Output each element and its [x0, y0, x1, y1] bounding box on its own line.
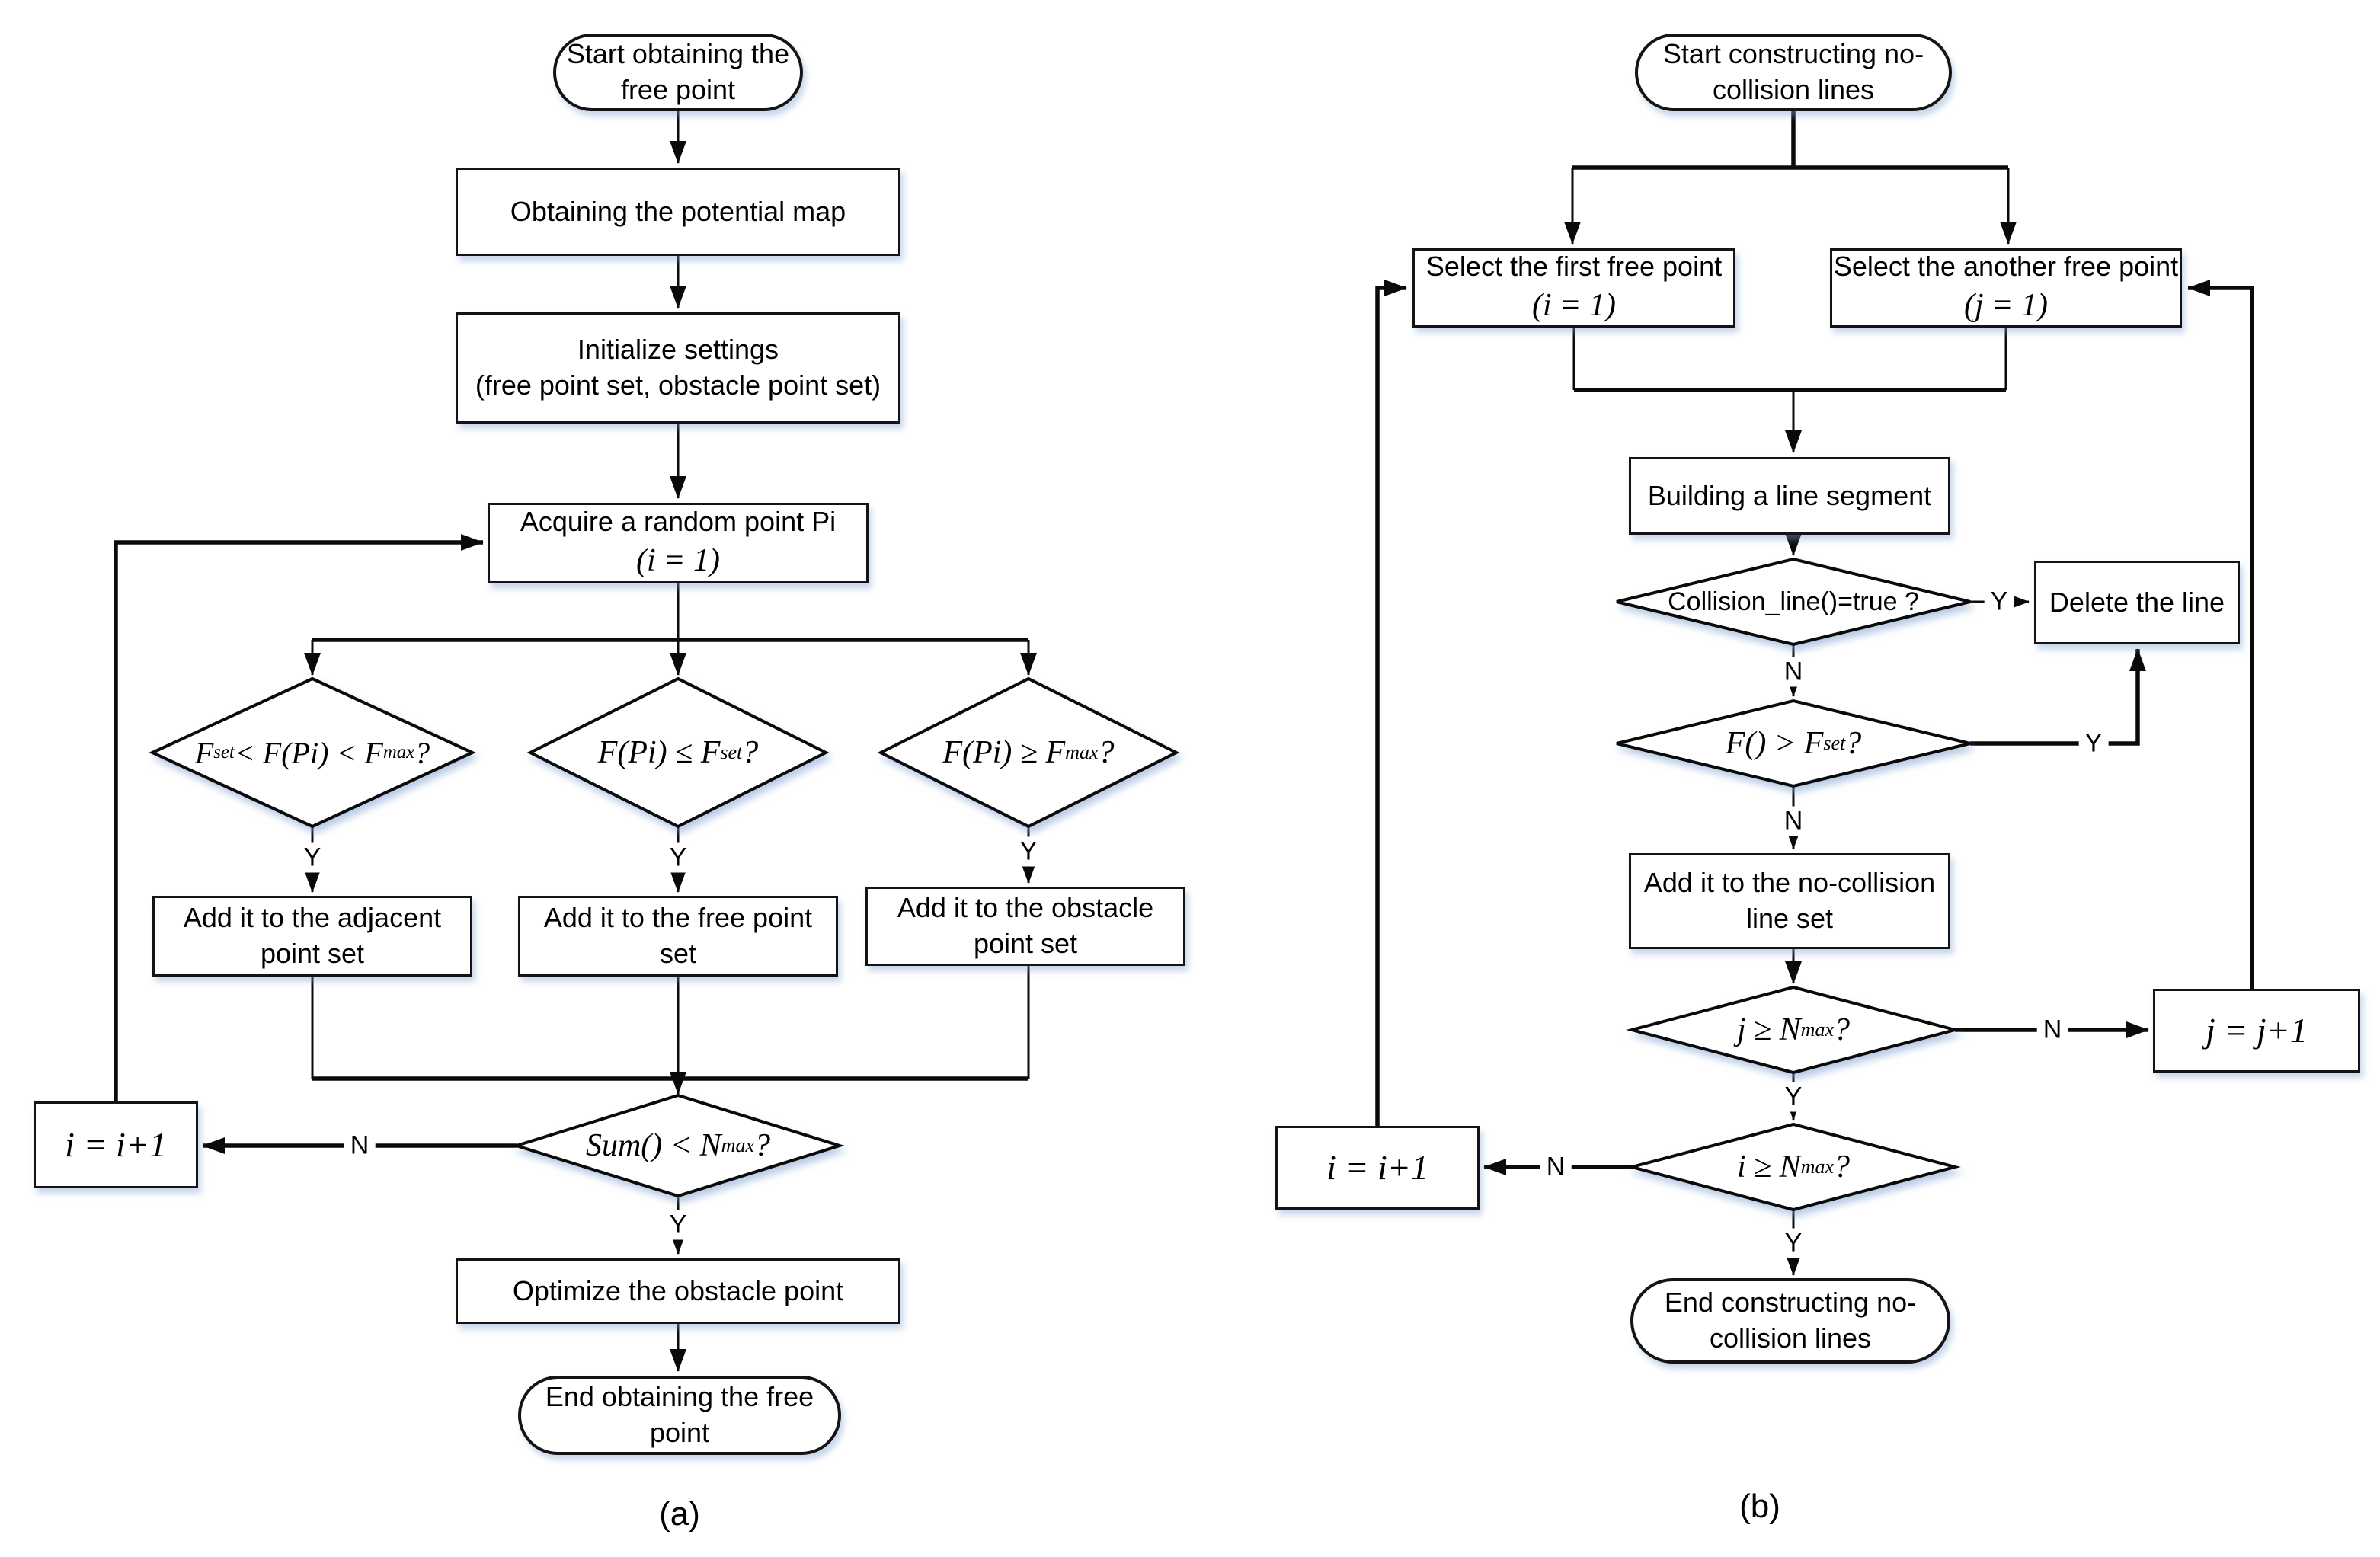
process-add-obstacle: Add it to the obstacle point set [865, 887, 1185, 966]
process-delete-line: Delete the line [2034, 561, 2240, 644]
decision-jmax-diamond [1626, 985, 1961, 1075]
process-increment-i-a: i = i+1 [34, 1101, 198, 1188]
process-select-first-label: Select the first free point [1425, 251, 1723, 283]
label-no-collision: N [1777, 657, 1809, 687]
label-no-jmax: N [2036, 1015, 2068, 1045]
figure-label-a: (a) [659, 1495, 700, 1533]
decision-collision-text: Collision_line()=true ? [1668, 587, 1919, 616]
decision-obstacle-diamond [877, 676, 1180, 829]
process-increment-j: j = j+1 [2153, 989, 2360, 1073]
label-yes-sum: Y [663, 1210, 693, 1240]
label-no-sum: N [344, 1130, 376, 1161]
terminal-start-a: Start obtaining the free point [553, 34, 803, 111]
process-add-free: Add it to the free point set [518, 896, 838, 977]
process-acquire-point-label: Acquire a random point Pi [520, 506, 837, 538]
process-increment-i-b-label: i = i+1 [1326, 1148, 1428, 1188]
decision-collision-diamond [1616, 557, 1971, 647]
process-acquire-point: Acquire a random point Pi (i = 1) [488, 503, 869, 583]
label-yes-free: Y [663, 842, 693, 873]
label-yes-imax: Y [1778, 1228, 1809, 1258]
terminal-start-b: Start constructing no- collision lines [1635, 34, 1952, 111]
decision-adjacent-diamond [149, 676, 476, 829]
process-select-first: Select the first free point (i = 1) [1412, 248, 1735, 328]
process-increment-i-b: i = i+1 [1275, 1126, 1480, 1210]
edge-b-iloop [1375, 280, 1407, 1126]
terminal-end-b: End constructing no- collision lines [1630, 1278, 1950, 1364]
process-obtain-map: Obtaining the potential map [456, 168, 900, 256]
label-no-fset: N [1777, 806, 1809, 836]
process-optimize: Optimize the obstacle point [456, 1258, 900, 1324]
process-select-another: Select the another free point (j = 1) [1830, 248, 2182, 328]
process-select-another-label: Select the another free point [1833, 251, 2179, 283]
decision-fset-diamond [1616, 699, 1971, 788]
label-yes-adjacent: Y [297, 842, 328, 873]
process-increment-j-label: j = j+1 [2206, 1011, 2308, 1050]
edge-b-jloop [2187, 280, 2254, 989]
process-increment-i-a-label: i = i+1 [65, 1125, 167, 1165]
terminal-end-a: End obtaining the free point [518, 1376, 841, 1455]
process-select-another-counter: (j = 1) [1964, 288, 2048, 324]
decision-free-diamond [526, 676, 830, 829]
edge-a-loopback [114, 534, 484, 1101]
label-yes-collision: Y [1984, 587, 2014, 617]
label-yes-jmax: Y [1778, 1082, 1809, 1112]
process-acquire-point-counter: (i = 1) [636, 543, 720, 579]
decision-imax-diamond [1626, 1122, 1961, 1212]
process-initialize: Initialize settings (free point set, obs… [456, 312, 900, 424]
label-yes-obstacle: Y [1013, 836, 1044, 867]
decision-sum-diamond [511, 1093, 845, 1198]
process-add-nocollision: Add it to the no-collision line set [1629, 853, 1950, 949]
process-build-segment: Building a line segment [1629, 457, 1950, 535]
figure-label-b: (b) [1739, 1488, 1780, 1525]
process-select-first-counter: (i = 1) [1532, 288, 1616, 324]
label-no-imax: N [1540, 1152, 1572, 1182]
edge-b-fset-yes [1970, 648, 2146, 746]
label-yes-fset: Y [2078, 728, 2109, 759]
process-add-adjacent: Add it to the adjacent point set [152, 896, 472, 977]
